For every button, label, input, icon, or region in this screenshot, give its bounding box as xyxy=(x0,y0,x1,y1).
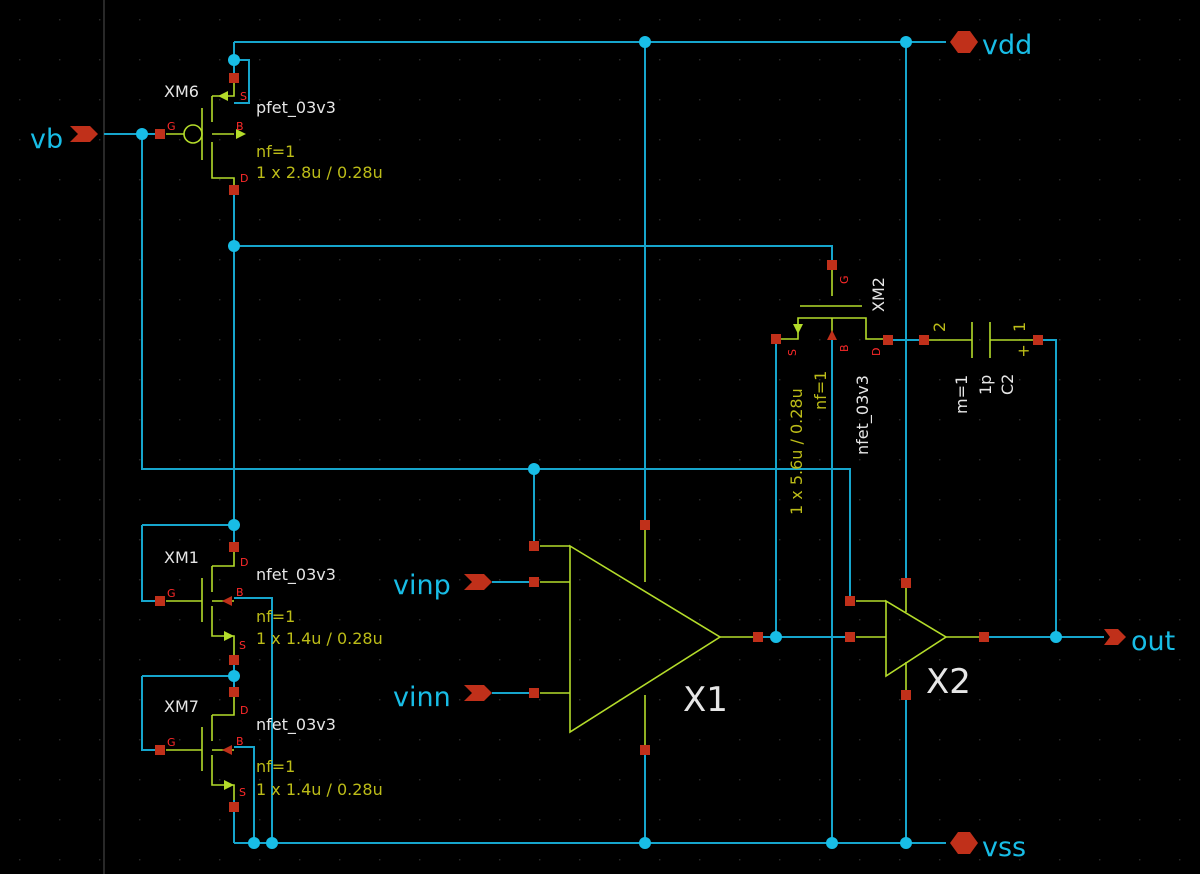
xm2-pin-d: D xyxy=(870,348,883,356)
xm2-pin-s: S xyxy=(786,349,799,356)
xm6-pin-g: G xyxy=(167,120,176,133)
opamp-x1[interactable]: X1 xyxy=(540,525,758,750)
xm2-size: 1 x 5.6u / 0.28u xyxy=(787,388,806,515)
port-vb-label: vb xyxy=(30,124,63,155)
xm2-pin-b: B xyxy=(838,344,851,352)
x2-name: X2 xyxy=(926,662,971,702)
xm1-pin-d: D xyxy=(240,556,248,569)
wires xyxy=(104,41,1104,844)
xm6-model: pfet_03v3 xyxy=(256,98,336,118)
opamp-x2[interactable]: X2 xyxy=(856,583,984,702)
xm6-name: XM6 xyxy=(164,82,199,101)
port-vinp-label: vinp xyxy=(393,570,451,601)
xm6-pin-s: S xyxy=(240,90,247,103)
xm7-pin-b: B xyxy=(236,735,244,748)
xm1-pin-b: B xyxy=(236,586,244,599)
xm2-name: XM2 xyxy=(869,277,888,312)
transistor-xm1[interactable]: XM1 nfet_03v3 nf=1 1 x 1.4u / 0.28u D B … xyxy=(164,547,383,660)
xm1-model: nfet_03v3 xyxy=(256,565,336,585)
xm7-pin-s: S xyxy=(239,786,246,799)
xm7-size: 1 x 1.4u / 0.28u xyxy=(256,780,383,799)
xm7-nf: nf=1 xyxy=(256,757,295,776)
c2-m: m=1 xyxy=(952,375,971,414)
xm1-nf: nf=1 xyxy=(256,607,295,626)
xm1-size: 1 x 1.4u / 0.28u xyxy=(256,629,383,648)
c2-plus: + xyxy=(1017,341,1030,360)
xm6-pin-d: D xyxy=(240,172,248,185)
capacitor-c2[interactable]: 2 1 + m=1 1p C2 xyxy=(924,322,1038,414)
junction-dots xyxy=(136,36,1062,849)
xm2-nf: nf=1 xyxy=(811,371,830,410)
port-vdd-label: vdd xyxy=(982,30,1032,61)
port-vinp[interactable]: vinp xyxy=(393,570,492,601)
port-vss[interactable]: vss xyxy=(950,832,1026,863)
transistor-xm7[interactable]: XM7 nfet_03v3 nf=1 1 x 1.4u / 0.28u D B … xyxy=(164,692,383,800)
port-vinn-label: vinn xyxy=(393,682,451,713)
port-vdd[interactable]: vdd xyxy=(950,30,1032,61)
xm7-model: nfet_03v3 xyxy=(256,715,336,735)
port-vss-label: vss xyxy=(982,832,1026,863)
c2-pin1: 1 xyxy=(1010,322,1029,332)
xm2-model: nfet_03v3 xyxy=(853,375,873,455)
xm6-size: 1 x 2.8u / 0.28u xyxy=(256,163,383,182)
xm1-name: XM1 xyxy=(164,548,199,567)
port-out-label: out xyxy=(1131,626,1175,657)
x1-name: X1 xyxy=(683,680,728,720)
xm1-pin-s: S xyxy=(239,639,246,652)
xm7-pin-d: D xyxy=(240,704,248,717)
c2-value: 1p xyxy=(976,375,995,395)
transistor-xm2[interactable]: XM2 nfet_03v3 nf=1 1 x 5.6u / 0.28u G S … xyxy=(776,270,888,515)
xm7-name: XM7 xyxy=(164,697,199,716)
xm1-pin-g: G xyxy=(167,587,176,600)
port-vinn[interactable]: vinn xyxy=(393,682,492,713)
xm7-pin-g: G xyxy=(167,736,176,749)
transistor-xm6[interactable]: XM6 pfet_03v3 nf=1 1 x 2.8u / 0.28u S B … xyxy=(164,78,383,190)
c2-pin2: 2 xyxy=(930,322,949,332)
xm2-pin-g: G xyxy=(838,275,851,284)
pin-markers xyxy=(155,73,1043,812)
c2-name: C2 xyxy=(998,374,1017,395)
xm6-pin-b: B xyxy=(236,120,244,133)
port-out[interactable]: out xyxy=(1104,626,1175,657)
xm6-nf: nf=1 xyxy=(256,142,295,161)
port-vb[interactable]: vb xyxy=(30,124,98,155)
